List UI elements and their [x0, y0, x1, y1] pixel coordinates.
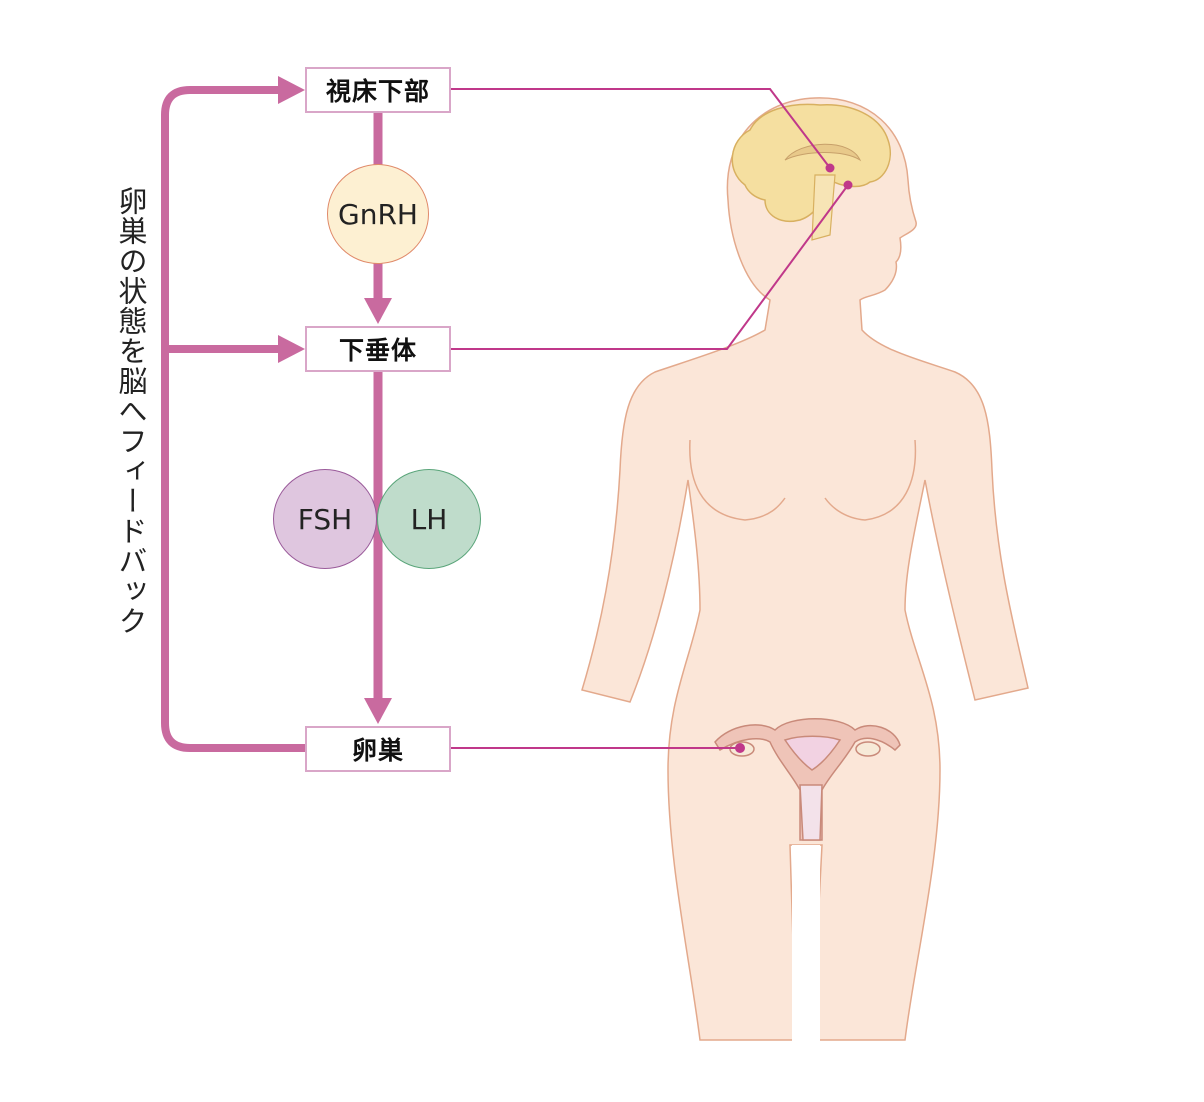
- hypothalamus-box: 視床下部: [305, 67, 451, 113]
- breast-line-right: [824, 439, 917, 521]
- brain-icon: [731, 103, 891, 222]
- corpus-callosum: [784, 143, 862, 162]
- ovary-box: 卵巣: [305, 726, 451, 772]
- female-body-silhouette: [581, 97, 1029, 1041]
- feedback-label: 卵巣の状態を脳へフィードバック: [114, 186, 148, 636]
- fsh-circle: FSH: [273, 469, 377, 569]
- leg-gap: [792, 845, 820, 1045]
- gnrh-circle: GnRH: [327, 164, 429, 264]
- pituitary-box: 下垂体: [305, 326, 451, 372]
- leader-lines: [451, 88, 849, 749]
- arrowhead-hypothalamus: [278, 76, 305, 104]
- breast-line-left: [689, 439, 786, 521]
- feedback-loop-arrow: [161, 86, 305, 752]
- pituitary-marker: [843, 180, 853, 190]
- brainstem: [811, 174, 836, 241]
- hypothalamus-marker: [825, 163, 835, 173]
- lh-circle: LH: [377, 469, 481, 569]
- arrowhead-pituitary: [278, 335, 305, 363]
- ovary-marker: [735, 743, 745, 753]
